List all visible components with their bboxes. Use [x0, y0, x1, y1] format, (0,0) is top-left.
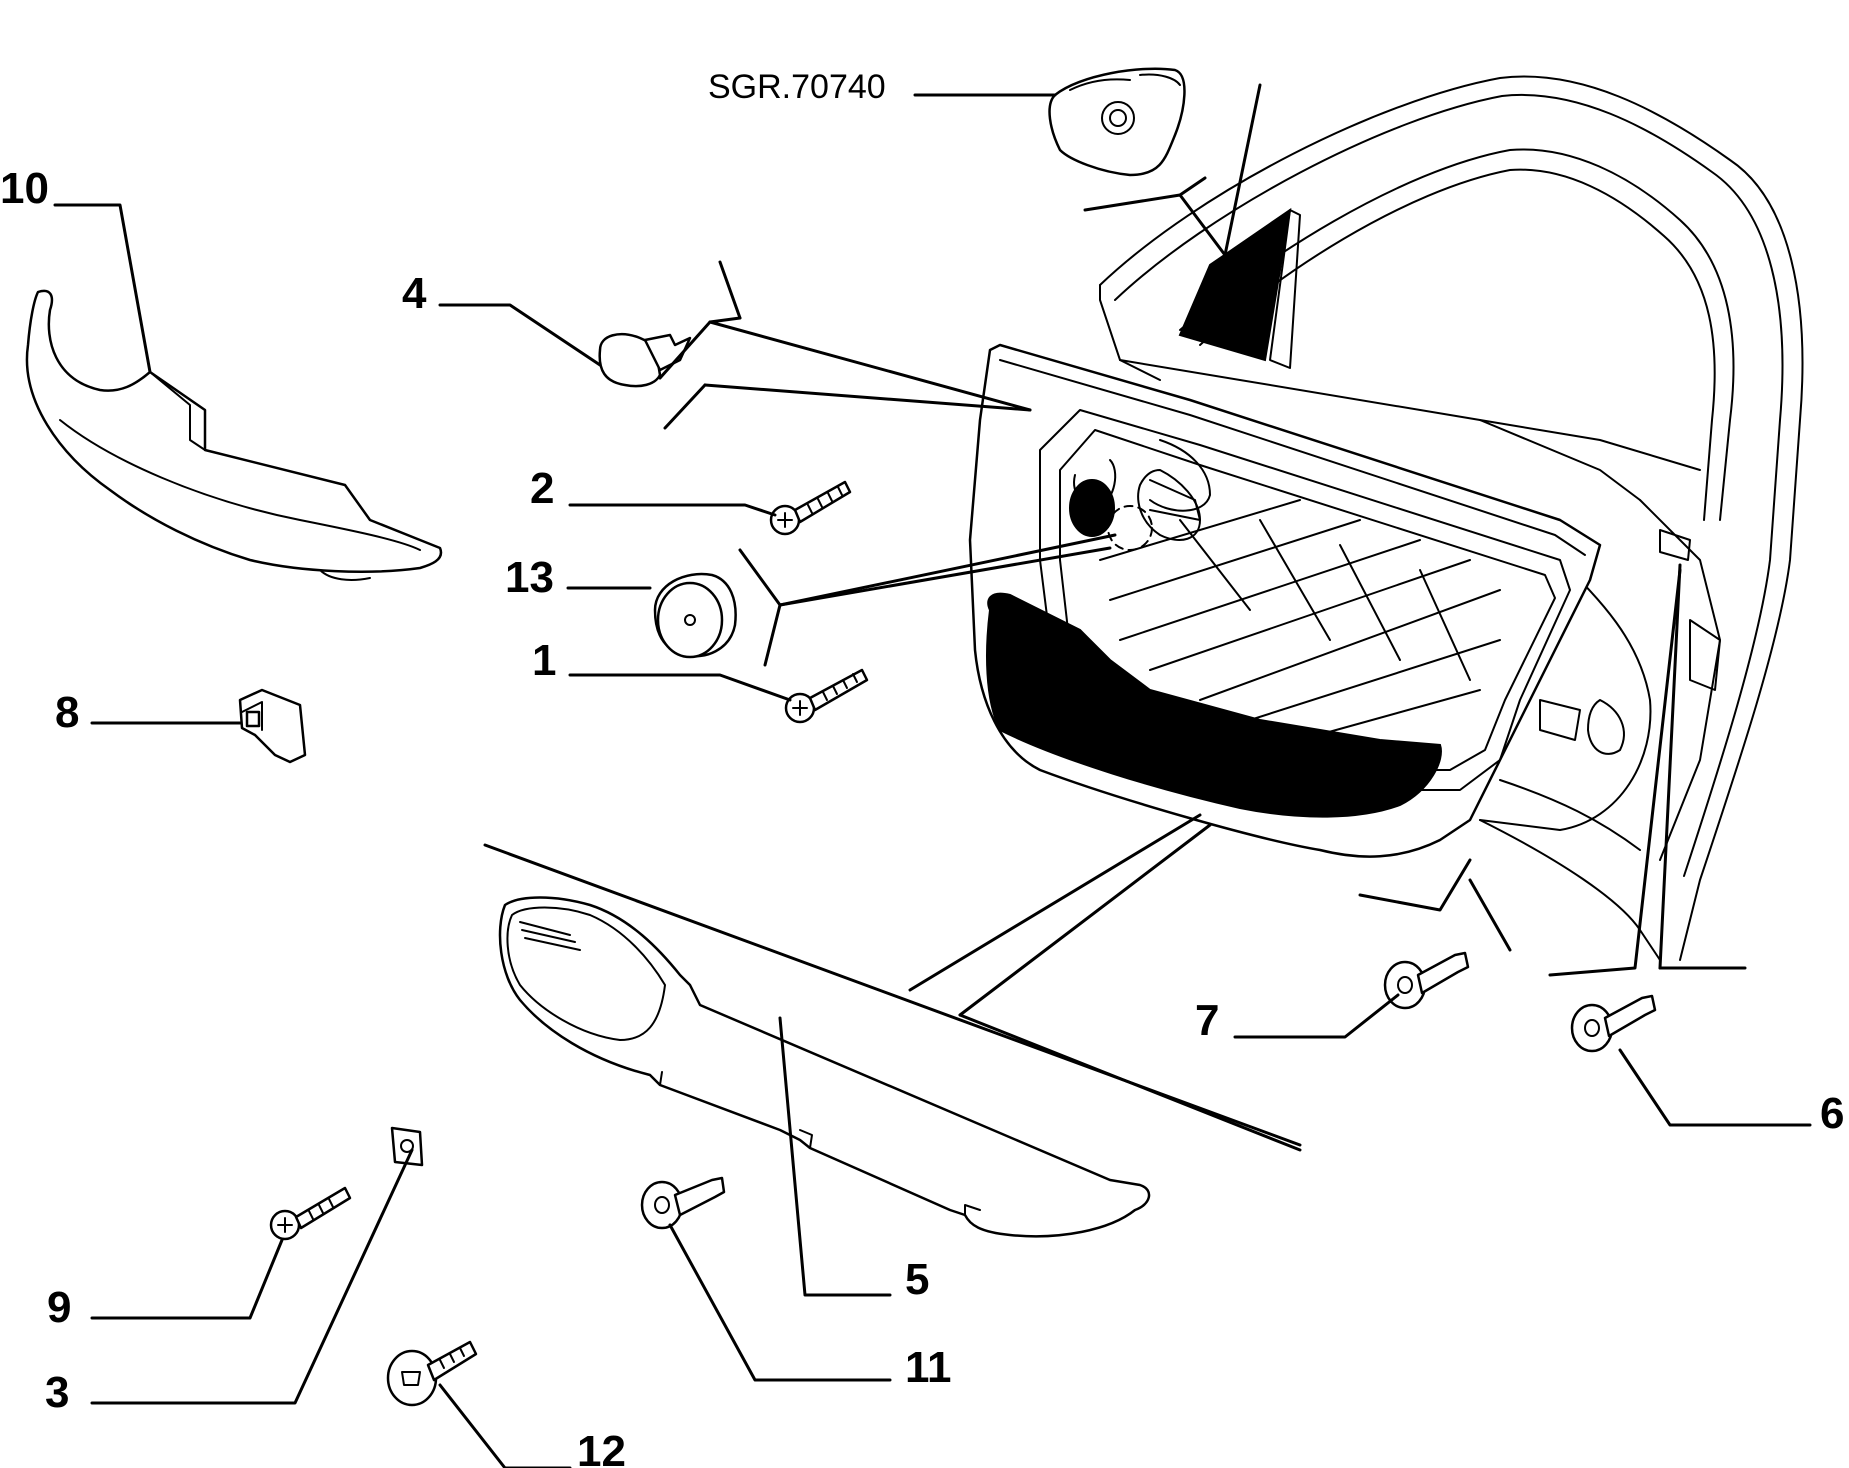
part-9-screw [269, 1186, 352, 1241]
door-trim-panel [968, 343, 1602, 858]
part-8-bracket-clip [238, 688, 307, 764]
handle-opening [1069, 479, 1115, 537]
part-4-clip [598, 333, 692, 388]
label-1: 1 [532, 636, 556, 685]
label-8: 8 [55, 688, 79, 737]
part-11-push-pin [640, 1176, 726, 1230]
label-5: 5 [905, 1255, 929, 1304]
mirror-cover-part [1048, 67, 1186, 177]
part-5-lower-trim-strip [498, 896, 1151, 1238]
label-10: 10 [0, 164, 49, 213]
door-frame [1099, 75, 1804, 961]
part-6-push-pin [1570, 994, 1657, 1053]
window-corner-piece [1178, 207, 1292, 362]
label-12: 12 [577, 1427, 626, 1468]
label-2: 2 [530, 464, 554, 513]
part-2-screw [769, 480, 852, 536]
label-3: 3 [45, 1368, 69, 1417]
label-7: 7 [1195, 996, 1219, 1045]
leader-lines [53, 83, 1812, 1468]
label-4: 4 [402, 269, 427, 318]
door-pocket [986, 592, 1442, 818]
label-6: 6 [1820, 1089, 1844, 1138]
label-13: 13 [505, 553, 554, 602]
label-9: 9 [47, 1283, 71, 1332]
part-7-push-pin [1383, 951, 1470, 1010]
part-12-screw [386, 1340, 478, 1407]
reference-label: SGR.70740 [708, 68, 886, 106]
label-11: 11 [905, 1343, 952, 1392]
part-3-square-clip [390, 1126, 424, 1167]
part-1-screw [784, 668, 869, 724]
part-10-upper-trim-rail [25, 289, 443, 573]
part-13-round-pad [653, 572, 737, 659]
